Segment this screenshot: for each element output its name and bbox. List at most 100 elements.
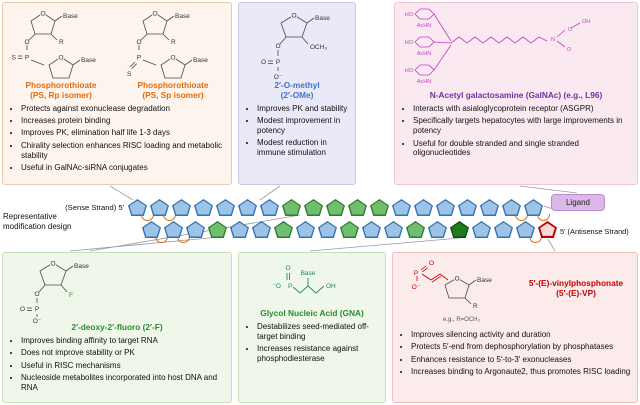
gna-label: Glycol Nucleic Acid (GNA) — [245, 308, 379, 319]
nucleotide-plain — [472, 221, 491, 238]
atom-label-f: F — [69, 292, 73, 299]
atom-label-achn: AcHN — [417, 23, 431, 29]
atom-label-o: O — [285, 265, 290, 272]
panel-2f: O Base F O P O O⁻ 2′-deoxy-2′-fluoro (2′… — [2, 252, 232, 403]
base-label: Base — [301, 270, 316, 277]
atom-label-o: O — [260, 59, 265, 66]
ps-rp-label: Phosphorothioate (PS, Rp isomer) — [9, 80, 113, 101]
nucleotide-plain — [216, 199, 235, 216]
nucleotide-plain — [436, 199, 455, 216]
ps-sp-label: Phosphorothioate (PS, Sp isomer) — [121, 80, 225, 101]
galnac-bullets: Interacts with asialoglycoprotein recept… — [401, 104, 631, 159]
bullet: Destabilizes seed-mediated off-target bi… — [257, 322, 379, 342]
base-label: Base — [74, 263, 89, 270]
ps-sp-subtitle: (PS, Sp isomer) — [142, 89, 204, 100]
nucleotide-plain — [428, 221, 447, 238]
nucleotide-plain — [296, 221, 315, 238]
bullet: Chirality selection enhances RISC loadin… — [21, 141, 225, 161]
nucleotide-plain — [318, 221, 337, 238]
galnac-title: N-Acetyl galactosamine (GalNAc) (e.g., L… — [429, 90, 603, 100]
bullet: Enhances resistance to 5′-to-3′ exonucle… — [411, 355, 631, 365]
atom-label-s: S — [127, 71, 132, 78]
atom-label-o: O — [568, 27, 573, 33]
atom-label-o-minus: O⁻ — [273, 74, 282, 81]
ome-structure-wrap: O Base OCH₃ O P O O⁻ — [245, 7, 349, 81]
atom-label-ho: HO — [405, 68, 414, 74]
atom-label-o: O — [40, 10, 45, 17]
atom-label-o: O — [50, 260, 55, 267]
atom-label-o: O — [170, 54, 175, 61]
vp-bullets: Improves silencing activity and duration… — [399, 330, 631, 377]
nucleotide-modified-green — [326, 199, 345, 216]
ps-sp-structure: O Base R O P S O Base — [127, 9, 208, 79]
bullet: Protects 5′-end from dephosphorylation b… — [411, 342, 631, 352]
atom-label-ho: HO — [405, 12, 414, 18]
atom-label-o: O — [58, 54, 63, 61]
bullet: Modest improvement in potency — [257, 116, 349, 136]
atom-label-r: R — [473, 303, 478, 310]
atom-label-o: O — [34, 291, 39, 298]
ome-structure: O Base OCH₃ O P O O⁻ — [260, 11, 330, 81]
atom-label-oh: OH — [582, 19, 590, 25]
bullet: Interacts with asialoglycoprotein recept… — [413, 104, 631, 114]
atom-label-p: P — [25, 55, 29, 62]
nucleotide-vinylphosphonate — [538, 221, 557, 238]
antisense-strand-label: 5′ (Antisense Strand) — [560, 227, 629, 236]
f2-title: 2′-deoxy-2′-fluoro (2′-F) — [71, 322, 163, 332]
f2-structure: O Base F O P O O⁻ — [20, 259, 89, 323]
bullet: Increases protein binding — [21, 116, 225, 126]
galnac-structure: HO HO HO AcHN AcHN AcHN N O O OH — [405, 8, 590, 85]
base-label: Base — [81, 57, 96, 64]
bullet: Protects against exonuclease degradation — [21, 104, 225, 114]
bullet: Improves PK and stability — [257, 104, 349, 114]
nucleotide-plain — [238, 199, 257, 216]
nucleotide-plain — [362, 221, 381, 238]
vp-structure: O P O⁻ O Base R e.g., R=OCH₃ — [412, 260, 492, 323]
atom-label-r: R — [171, 39, 176, 46]
nucleotide-plain — [384, 221, 403, 238]
atom-label-ome: OCH₃ — [310, 44, 327, 51]
ps-bullets: Protects against exonuclease degradation… — [9, 104, 225, 173]
nucleotide-modified-green — [304, 199, 323, 216]
design-label-line1: Representative — [3, 212, 57, 221]
nucleotide-ps-linked — [516, 221, 542, 243]
bullet: Useful for double stranded and single st… — [413, 139, 631, 159]
base-label: Base — [477, 277, 492, 284]
atom-label-o-minus: O⁻ — [412, 284, 421, 291]
sense-strand-label: (Sense Strand) 5′ — [65, 203, 124, 212]
nucleotide-gna-site — [450, 221, 469, 238]
atom-label-o: O — [291, 12, 296, 19]
atom-label-p: P — [35, 306, 39, 313]
bullet: Does not improve stability or PK — [21, 348, 225, 358]
gna-title: Glycol Nucleic Acid (GNA) — [260, 308, 364, 318]
gna-bullets: Destabilizes seed-mediated off-target bi… — [245, 322, 379, 364]
bullet: Increases resistance against phosphodies… — [257, 344, 379, 364]
bullet: Nucleoside metabolites incorporated into… — [21, 373, 225, 393]
nucleotide-plain — [172, 199, 191, 216]
gna-structure-wrap: ⁻O P O Base OH — [245, 257, 379, 309]
vp-top-row: O P O⁻ O Base R e.g., R=OCH₃ 5′-(E)-viny… — [399, 257, 631, 327]
base-label: Base — [175, 13, 190, 20]
bullet: Improves silencing activity and duration — [411, 330, 631, 340]
galnac-label: N-Acetyl galactosamine (GalNAc) (e.g., L… — [401, 90, 631, 101]
panel-2ome: O Base OCH₃ O P O O⁻ 2′-O-methyl (2′-OMe… — [238, 2, 356, 185]
atom-label-o: O — [275, 43, 280, 50]
atom-label-o: O — [24, 39, 29, 46]
design-label-line2: modification design — [3, 222, 72, 231]
nucleotide-modified-green — [370, 199, 389, 216]
atom-label-p: P — [288, 283, 292, 290]
nucleotide-ps-linked — [142, 221, 168, 243]
vp-title: 5′-(E)-vinylphosphonate — [528, 278, 624, 288]
nucleotide-ps-linked — [150, 199, 176, 221]
nucleotide-plain — [392, 199, 411, 216]
antisense-strand — [142, 221, 557, 243]
panel-galnac: HO HO HO AcHN AcHN AcHN N O O OH N-Acety… — [394, 2, 638, 185]
atom-label-r: R — [59, 39, 64, 46]
nucleotide-ps-linked — [164, 221, 190, 243]
f2-label: 2′-deoxy-2′-fluoro (2′-F) — [9, 322, 225, 333]
atom-label-o: O — [136, 39, 141, 46]
ps-rp-structure: O Base R O P S O Base — [12, 9, 96, 79]
atom-label-achn: AcHN — [417, 79, 431, 85]
nucleotide-modified-green — [348, 199, 367, 216]
ps-structures-row: O Base R O P S O Base Phosphorothioate (… — [9, 7, 225, 101]
